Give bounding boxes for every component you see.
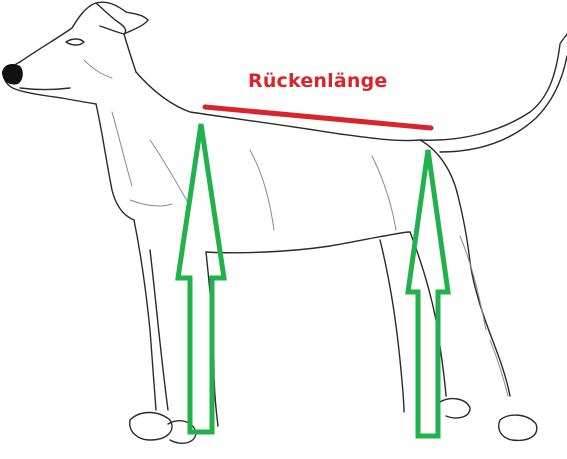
dog-head-top: [19, 1, 149, 73]
dog-tail: [419, 33, 567, 141]
dog-head-fold: [83, 59, 113, 79]
dog-neck-front: [95, 103, 135, 221]
dog-belly: [205, 231, 411, 254]
dog-far-hind-leg: [379, 239, 405, 413]
dog-details: [83, 59, 509, 397]
dog-paw-hind-far: [439, 397, 471, 419]
dog-tail-under: [439, 55, 567, 153]
dog-far-front-leg: [149, 249, 169, 411]
dog-back-line: [135, 71, 421, 142]
dog-flank-fold: [249, 149, 275, 231]
up-arrow-icon: [405, 149, 451, 439]
dog-stifle-fold: [459, 235, 487, 331]
dog-paw-hind: [498, 414, 538, 442]
dog-hock-fold: [489, 339, 509, 397]
dog-neck-fold: [111, 111, 133, 187]
dog-paw-front: [129, 411, 173, 441]
dog-hip-fold: [371, 155, 397, 231]
dog-mouth: [19, 87, 71, 91]
dog-outline: [3, 1, 567, 444]
back-length-label: Rückenlänge: [248, 70, 388, 92]
back-length-measure-line: [202, 104, 434, 131]
up-arrow-icon: [175, 123, 227, 435]
dog-chest-fold: [129, 199, 173, 207]
dog-nose: [2, 64, 23, 85]
dog-ear: [95, 2, 127, 35]
dog-shoulder-fold: [149, 139, 191, 207]
dog-eye: [65, 38, 85, 46]
dog-front-leg-front: [133, 219, 157, 411]
